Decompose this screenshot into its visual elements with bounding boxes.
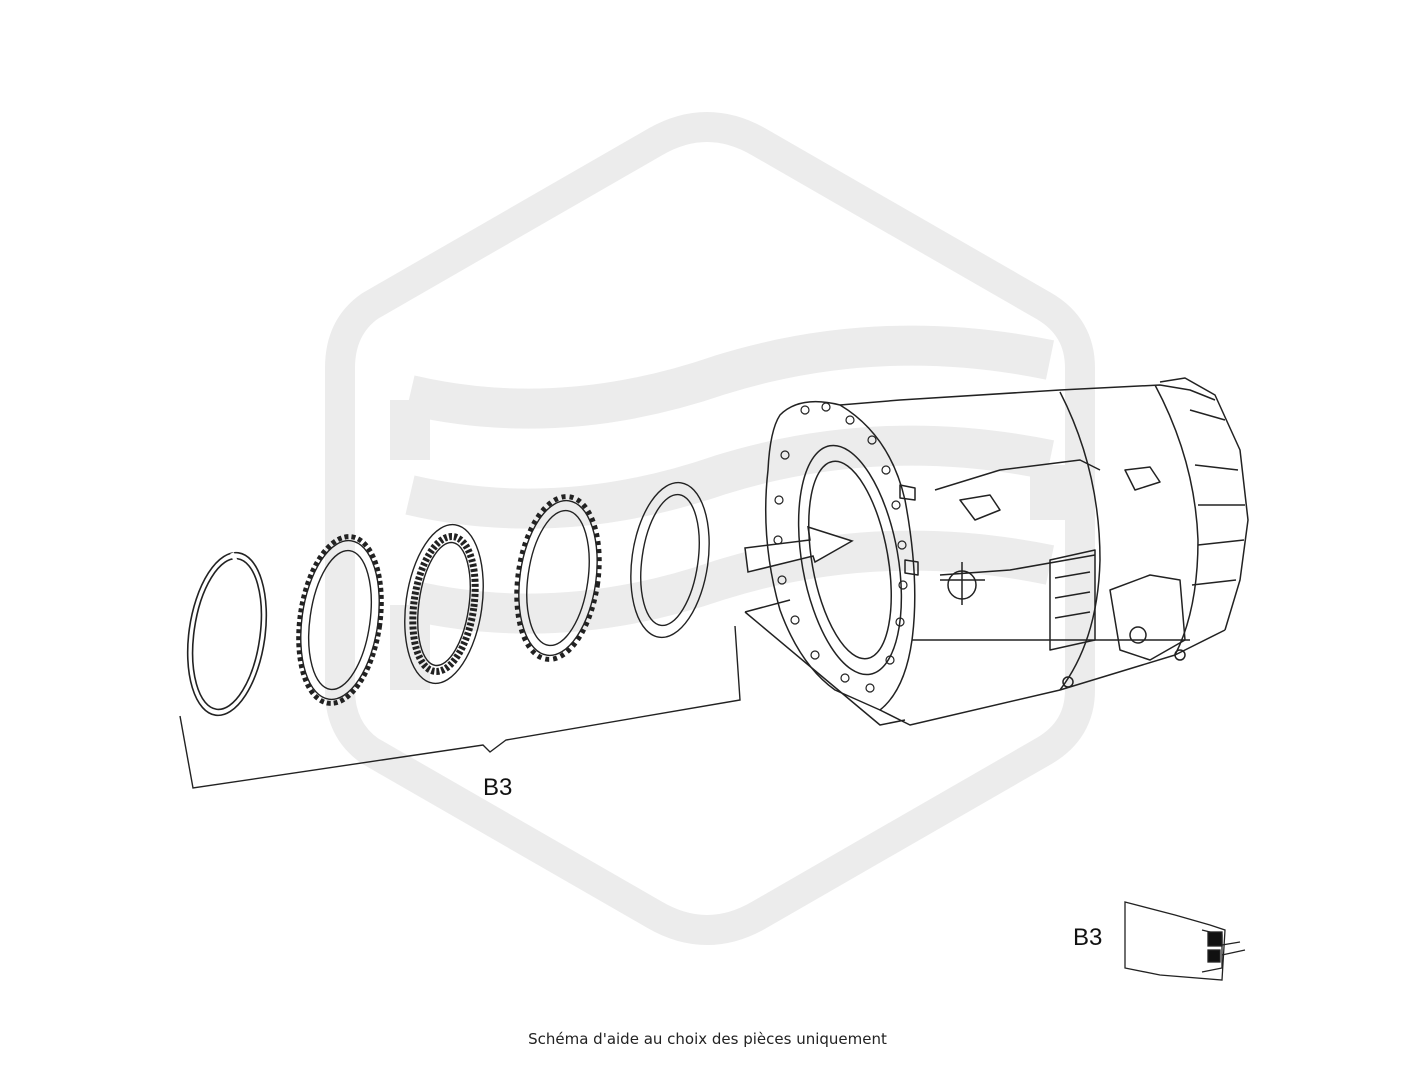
flange-bolt-holes — [773, 402, 908, 693]
b3-bracket — [179, 625, 741, 789]
friction-disc — [404, 523, 484, 685]
pressure-plate — [630, 481, 710, 639]
snap-ring — [186, 551, 268, 717]
b3-callout-label: B3 — [483, 774, 512, 801]
b3-locator-label: B3 — [1073, 924, 1102, 951]
locator-thumbnail — [1124, 901, 1246, 981]
watermark-logo — [325, 112, 1095, 945]
transmission-housing — [744, 377, 1249, 726]
disclaimer-caption: Schéma d'aide au choix des pièces unique… — [528, 1030, 887, 1048]
outer-toothed-plate-1 — [296, 534, 384, 706]
outer-toothed-plate-2 — [514, 494, 602, 662]
